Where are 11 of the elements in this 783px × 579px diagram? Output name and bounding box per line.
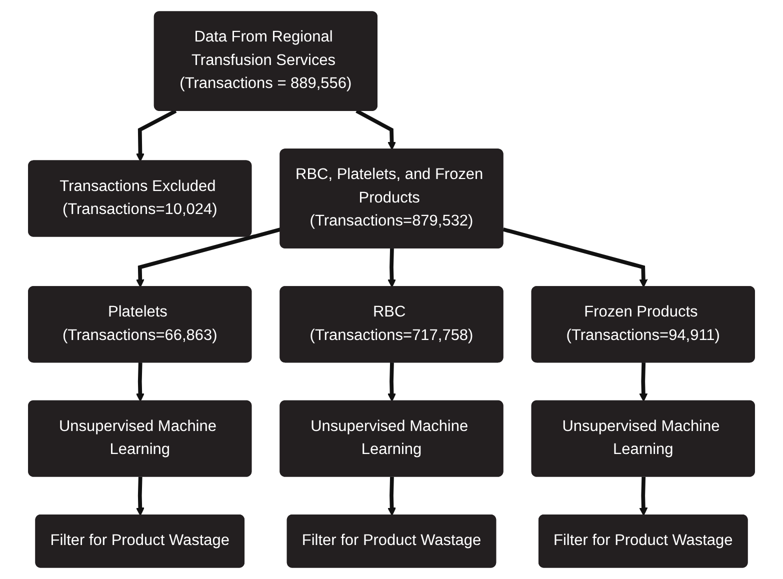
arrow: [388, 362, 396, 402]
arrow: [136, 228, 282, 288]
arrow: [388, 476, 396, 516]
arrow: [388, 248, 396, 288]
arrow: [639, 362, 648, 402]
arrow: [356, 109, 396, 150]
arrow: [136, 476, 144, 516]
arrow: [502, 228, 648, 288]
arrow: [136, 362, 144, 402]
arrow: [639, 476, 648, 516]
arrow: [136, 109, 177, 162]
